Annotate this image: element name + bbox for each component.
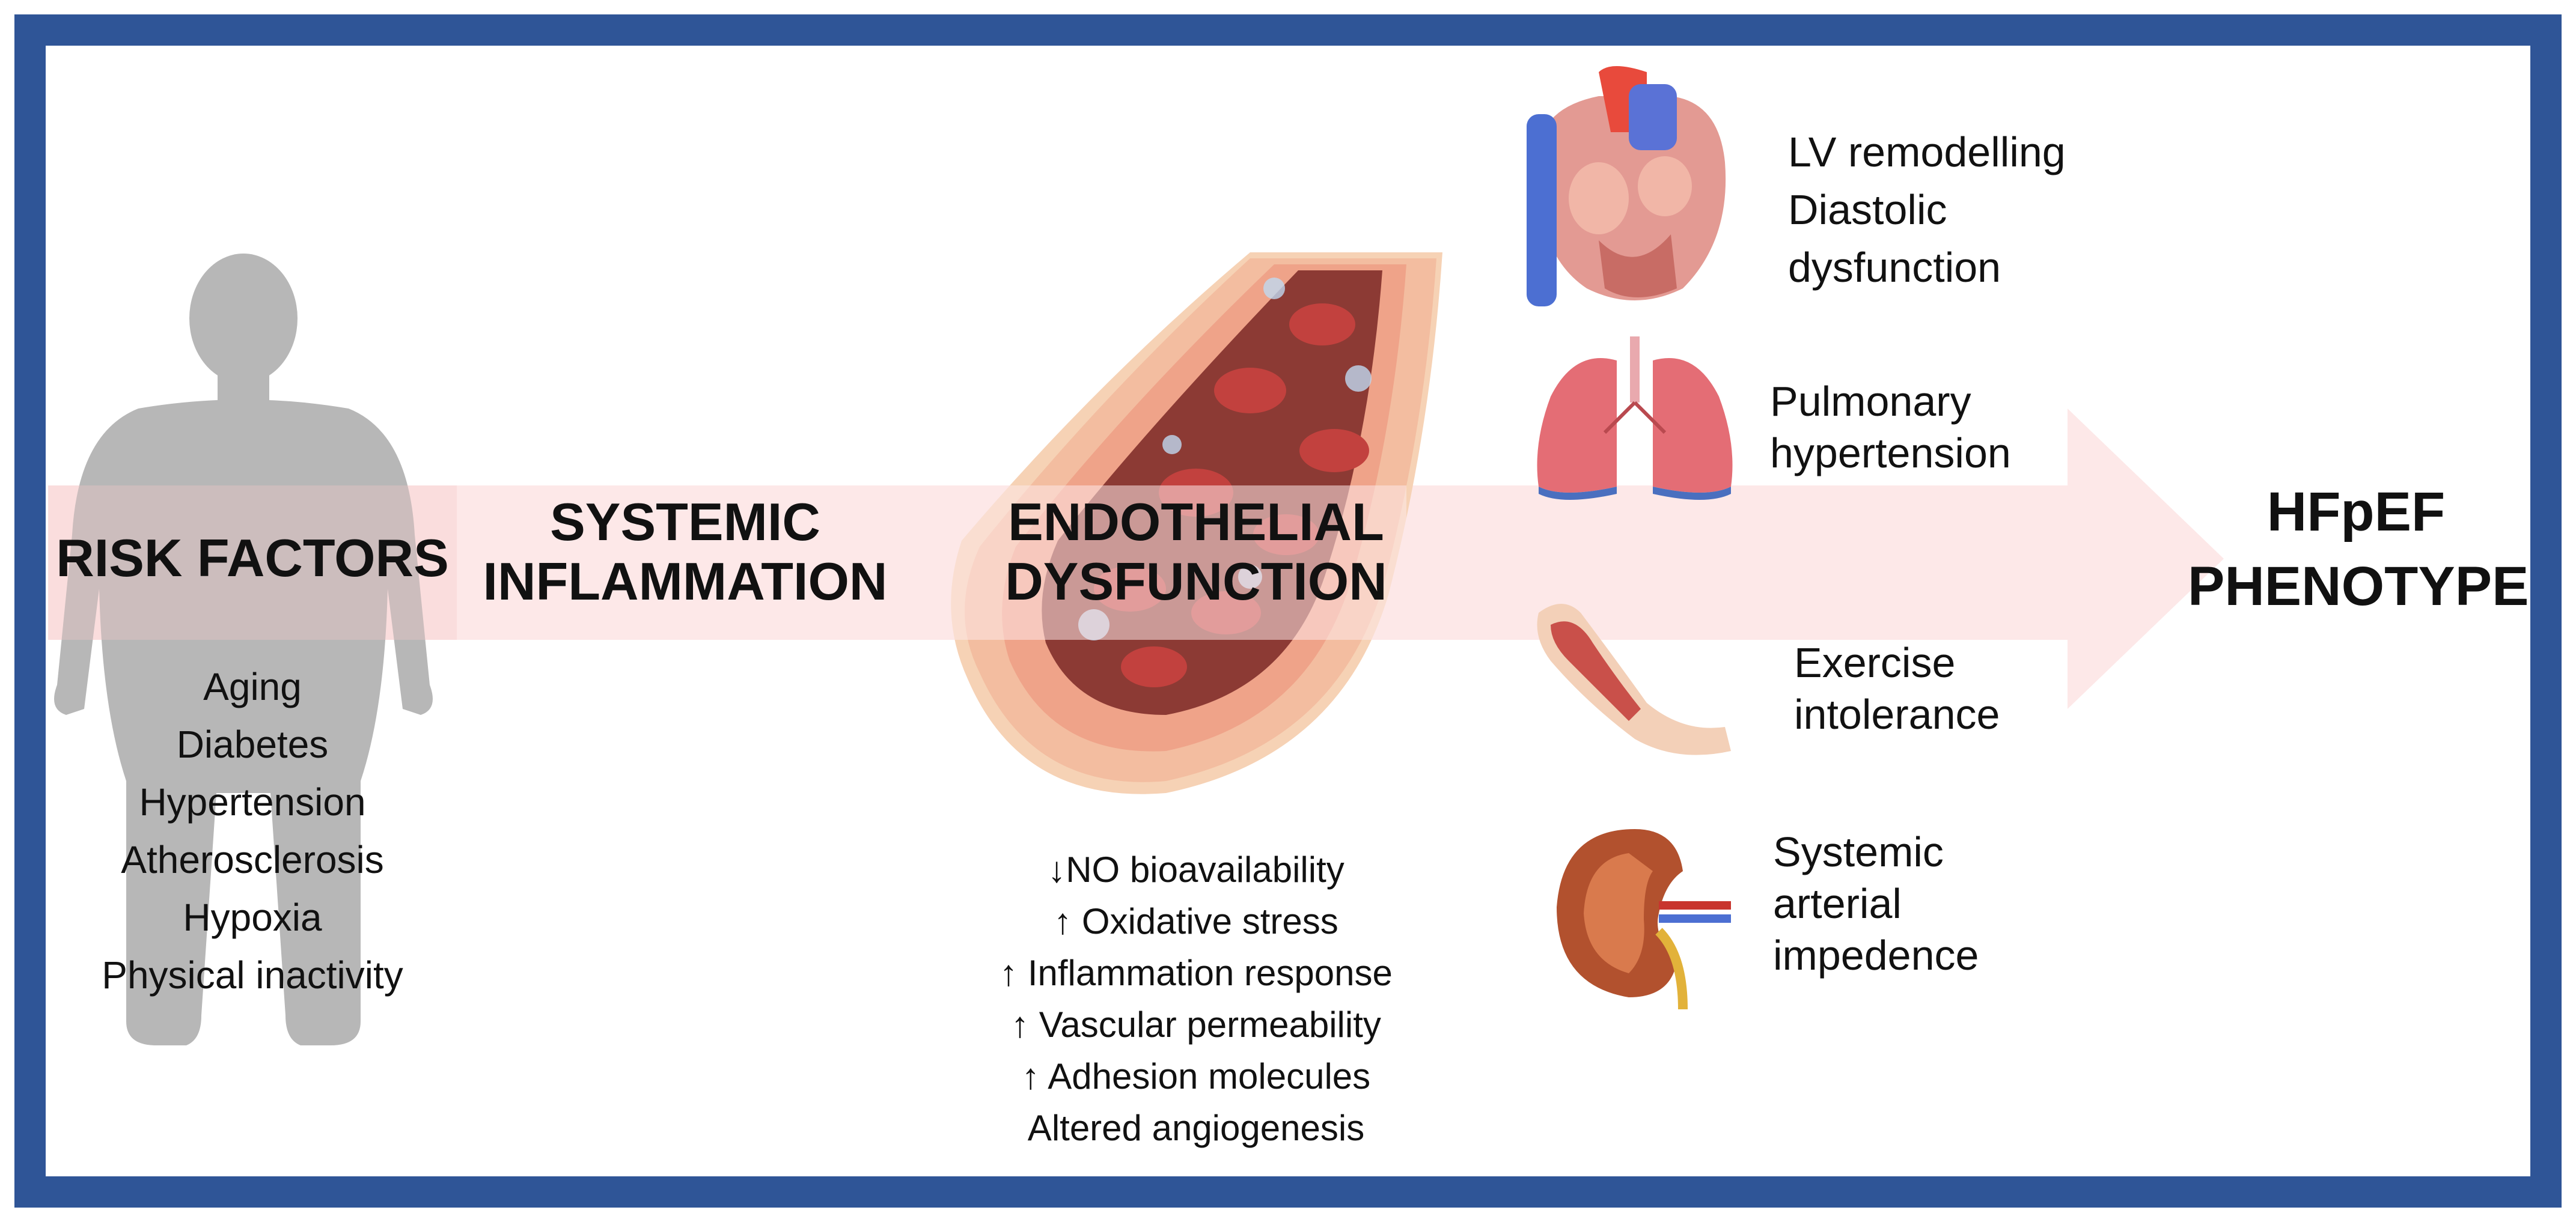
endothelial-dysfunction-label: ENDOTHELIAL DYSFUNCTION bbox=[962, 492, 1430, 611]
outcome-line: intolerance bbox=[1794, 691, 2000, 738]
outcome-line: Systemic bbox=[1773, 828, 1944, 875]
list-item: Atherosclerosis bbox=[121, 838, 384, 881]
outcome-line: Pulmonary bbox=[1770, 378, 1971, 425]
list-item: ↑ Oxidative stress bbox=[1054, 901, 1338, 941]
outcome-line: impedence bbox=[1773, 932, 1979, 979]
systemic-inflammation-label: SYSTEMIC INFLAMMATION bbox=[457, 492, 914, 611]
kidney-icon bbox=[1557, 829, 1731, 1009]
outcome-line: arterial bbox=[1773, 880, 1902, 927]
outcome-line: hypertension bbox=[1770, 430, 2011, 476]
body-silhouette-icon bbox=[54, 254, 433, 1045]
list-item: ↓NO bioavailability bbox=[1048, 850, 1344, 890]
list-item: Diabetes bbox=[176, 723, 329, 766]
list-item: ↑ Adhesion molecules bbox=[1021, 1056, 1371, 1096]
dysfunction-line: DYSFUNCTION bbox=[1005, 551, 1387, 611]
arm-muscle-icon bbox=[1537, 604, 1731, 755]
list-item: Hypertension bbox=[139, 780, 366, 824]
outcome-lungs-text: Pulmonary hypertension bbox=[1770, 375, 2131, 479]
list-item: ↑ Inflammation response bbox=[1000, 953, 1393, 993]
outcome-kidney-text: Systemic arterial impedence bbox=[1773, 826, 2134, 981]
endothelial-line: ENDOTHELIAL bbox=[1008, 492, 1384, 552]
outcome-line: LV remodelling bbox=[1788, 129, 2066, 175]
outcome-line: Diastolic bbox=[1788, 186, 1947, 233]
outcome-muscle-text: Exercise intolerance bbox=[1794, 637, 2155, 740]
list-item: ↑ Vascular permeability bbox=[1011, 1005, 1381, 1045]
systemic-line: SYSTEMIC bbox=[550, 492, 820, 552]
outcome-heart-text: LV remodelling Diastolic dysfunction bbox=[1788, 123, 2149, 296]
lungs-icon bbox=[1537, 336, 1733, 500]
list-item: Physical inactivity bbox=[102, 953, 403, 997]
phenotype-line: PHENOTYPE bbox=[2188, 556, 2529, 617]
hfpef-line: HFpEF bbox=[2266, 481, 2446, 543]
outcome-line: Exercise bbox=[1794, 639, 1956, 686]
risk-factors-title: RISK FACTORS bbox=[56, 528, 449, 588]
heart-icon bbox=[1527, 66, 1726, 306]
list-item: Aging bbox=[203, 665, 302, 708]
hfpef-phenotype-label: HFpEF PHENOTYPE bbox=[2188, 475, 2529, 624]
list-item: Hypoxia bbox=[183, 896, 322, 939]
risk-factors-list: Aging Diabetes Hypertension Atherosclero… bbox=[54, 658, 451, 1004]
list-item: Altered angiogenesis bbox=[1027, 1108, 1365, 1148]
inflammation-line: INFLAMMATION bbox=[483, 551, 888, 611]
endothelial-effects-list: ↓NO bioavailability ↑ Oxidative stress ↑… bbox=[938, 844, 1454, 1154]
outcome-line: dysfunction bbox=[1788, 244, 2001, 291]
